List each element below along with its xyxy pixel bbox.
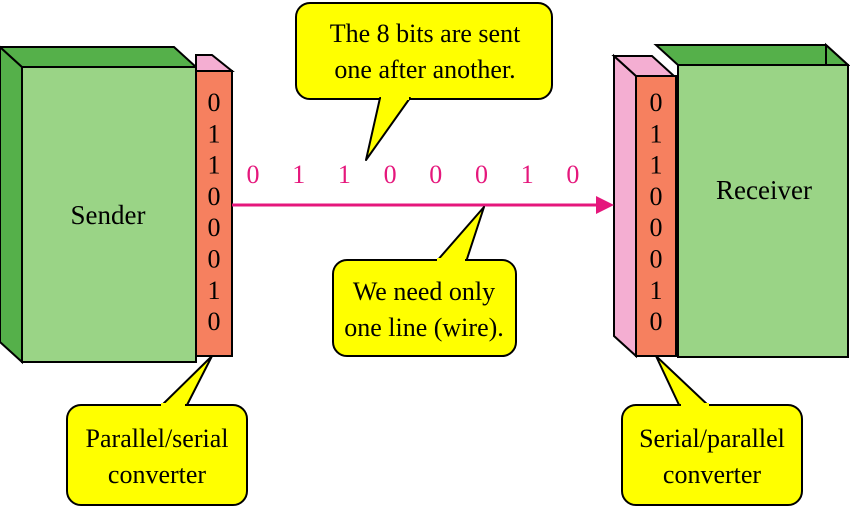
- line-bit-7: 0: [566, 160, 579, 189]
- sender-bit-0: 0: [208, 88, 221, 117]
- callout-top-line2: one after another.: [334, 55, 515, 84]
- sender-box-side: [0, 45, 23, 365]
- callout-right-bottom: Serial/parallel converter: [621, 355, 803, 506]
- callout-middle-line1: We need only: [353, 277, 495, 306]
- line-bit-0: 0: [247, 160, 260, 189]
- receiver-bit-5: 0: [650, 245, 663, 274]
- callout-middle: We need only one line (wire).: [332, 206, 517, 357]
- callout-right-line1: Serial/parallel: [639, 424, 785, 453]
- receiver-box-top: [653, 44, 850, 66]
- line-bit-5: 0: [475, 160, 488, 189]
- line-bits: 0 1 1 0 0 0 1 0: [247, 160, 580, 189]
- sender-bit-6: 1: [208, 276, 221, 305]
- sender-label: Sender: [71, 200, 146, 230]
- receiver-label: Receiver: [716, 175, 812, 205]
- callout-top-line1: The 8 bits are sent: [330, 19, 521, 48]
- sender-bit-2: 1: [208, 151, 221, 180]
- sender-bit-7: 0: [208, 307, 221, 336]
- receiver-converter-front: [635, 75, 677, 357]
- sender-box: Sender: [0, 45, 199, 365]
- receiver-bit-6: 1: [650, 276, 663, 305]
- line-bit-4: 0: [429, 160, 442, 189]
- callout-left-line1: Parallel/serial: [86, 424, 229, 453]
- sender-bit-5: 0: [208, 245, 221, 274]
- receiver-box-front: [677, 64, 849, 358]
- line-bit-6: 1: [521, 160, 534, 189]
- callout-left-line2: converter: [108, 460, 207, 489]
- receiver-bit-1: 1: [650, 119, 663, 148]
- receiver-box: Receiver: [653, 42, 850, 358]
- line-bit-1: 1: [292, 160, 305, 189]
- callout-left-bottom: Parallel/serial converter: [66, 355, 248, 506]
- receiver-bit-7: 0: [650, 307, 663, 336]
- receiver-bit-4: 0: [650, 213, 663, 242]
- callout-right-line2: converter: [663, 460, 762, 489]
- sender-converter-top: [195, 54, 235, 72]
- receiver-bit-2: 1: [650, 151, 663, 180]
- transmission-line: 0 1 1 0 0 0 1 0: [232, 160, 614, 214]
- receiver-bit-3: 0: [650, 182, 663, 211]
- sender-bit-1: 1: [208, 119, 221, 148]
- sender-box-top: [0, 46, 199, 68]
- sender-converter-front: [195, 70, 233, 357]
- line-bit-3: 0: [384, 160, 397, 189]
- line-bit-2: 1: [338, 160, 351, 189]
- receiver-bit-0: 0: [650, 88, 663, 117]
- callout-middle-line2: one line (wire).: [344, 313, 504, 342]
- sender-bit-3: 0: [208, 182, 221, 211]
- receiver-converter-side: [613, 53, 637, 359]
- sender-bit-4: 0: [208, 213, 221, 242]
- arrowhead-icon: [596, 196, 614, 214]
- sender-box-front: [21, 66, 197, 363]
- callout-top: The 8 bits are sent one after another.: [295, 2, 553, 161]
